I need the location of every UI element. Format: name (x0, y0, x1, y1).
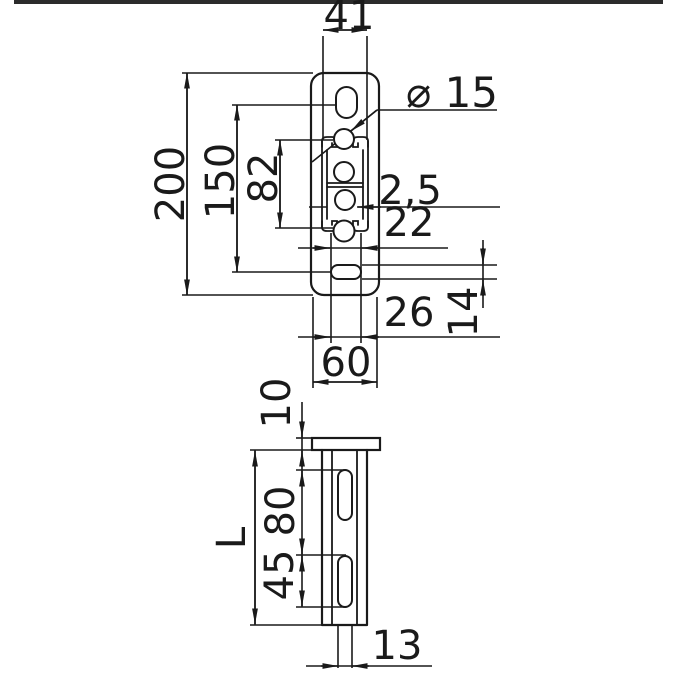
frame-top-bar (14, 0, 663, 4)
front-arrowheads (184, 27, 486, 385)
dim-label-14: 14 (441, 287, 487, 338)
dim-label-60: 60 (321, 340, 372, 386)
dim-label-13: 13 (372, 623, 423, 669)
backplate-outline (309, 71, 381, 297)
dim-label-10: 10 (254, 378, 300, 429)
plate-top-slot-hole (335, 86, 358, 119)
channel-hole-bottom (332, 219, 356, 243)
dim-label-41: 41 (324, 0, 375, 39)
dim-label-150: 150 (198, 143, 244, 219)
dim-label-45: 45 (257, 550, 303, 601)
channel-hole-upper (333, 161, 355, 183)
hole-dia-15 (333, 128, 355, 150)
dim-label-22: 22 (384, 200, 435, 246)
dim-label-200: 200 (148, 146, 194, 222)
front-view: 41 ⌀ 15 200 150 82 2,5 22 14 26 60 (148, 0, 500, 388)
dim-label-26: 26 (384, 290, 435, 336)
side-view: 10 L 80 45 13 (209, 378, 432, 669)
dim-label-L: L (209, 526, 255, 549)
arm-slot-upper (337, 469, 353, 521)
dim-label-82: 82 (241, 153, 287, 204)
console-arm-fold-lines (331, 449, 358, 626)
dim-label-dia15: ⌀ 15 (406, 68, 498, 117)
arm-slot-lower (337, 555, 353, 608)
channel-profile-cross-section (321, 136, 369, 232)
console-arm-outline (320, 448, 369, 627)
dim-label-2-5: 2,5 (378, 168, 442, 214)
top-flange-plate (310, 436, 382, 452)
side-arrowheads (252, 421, 369, 669)
dim-label-80: 80 (258, 486, 304, 537)
plate-bottom-slot-hole (330, 264, 362, 280)
channel-hole-lower (334, 189, 356, 211)
